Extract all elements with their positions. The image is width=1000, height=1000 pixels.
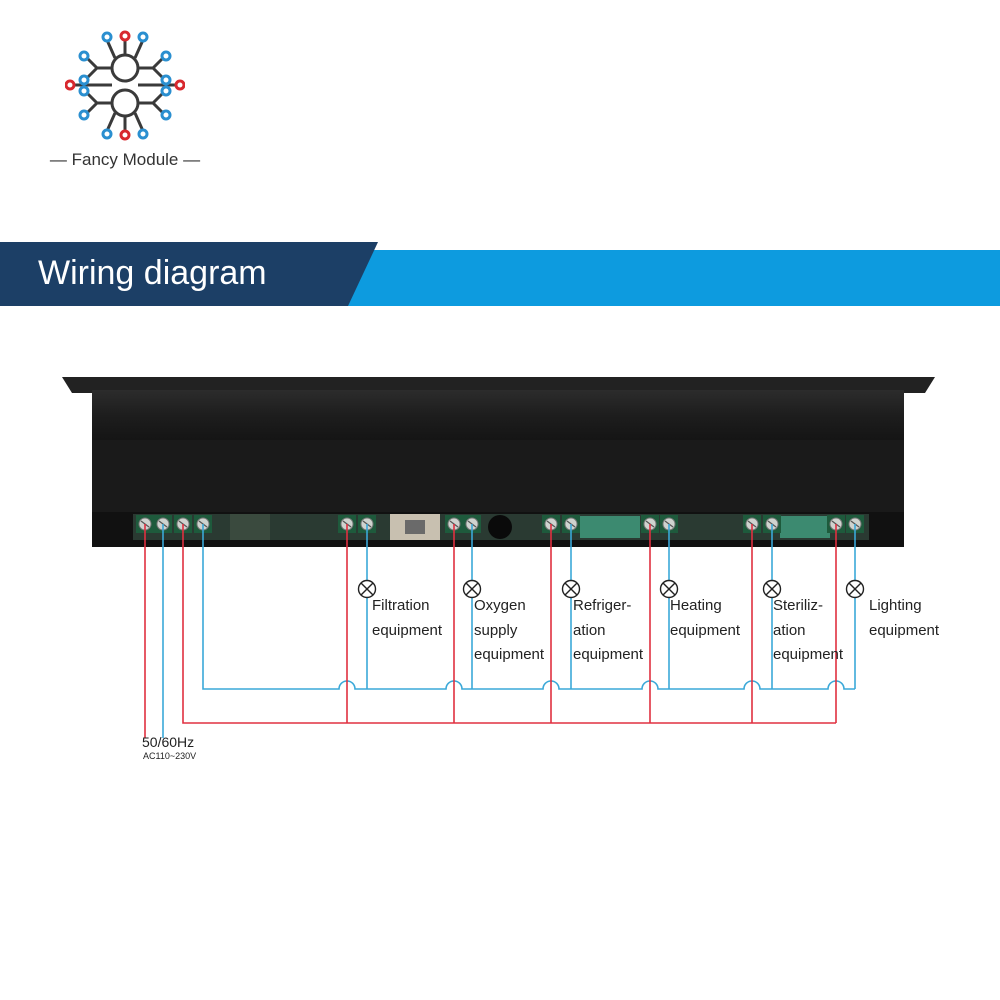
banner-dark-block bbox=[0, 242, 378, 306]
load-label-line: Steriliz- bbox=[773, 597, 824, 614]
lamp-symbol-icon bbox=[659, 579, 679, 599]
load-label-line: equipment bbox=[773, 646, 844, 663]
brand-name: — Fancy Module — bbox=[49, 150, 201, 169]
load-label-line: equipment bbox=[372, 621, 443, 639]
power-voltage-label: AC110~230V bbox=[143, 751, 197, 761]
section-banner: Wiring diagram bbox=[0, 242, 1000, 306]
load-lamps bbox=[357, 579, 865, 599]
load-label-sterilization: Steriliz-ation equipment bbox=[773, 594, 843, 668]
controller-device bbox=[62, 377, 935, 547]
load-label-filtration: Filtration equipment bbox=[372, 594, 442, 643]
load-label-line: Lighting bbox=[869, 597, 922, 614]
lamp-symbol-icon bbox=[561, 579, 581, 599]
load-label-line: Refriger- bbox=[573, 597, 632, 614]
load-label-refrigeration: Refriger-ation equipment bbox=[573, 594, 643, 668]
load-label-oxygen: Oxygen supply equipment bbox=[474, 594, 544, 668]
circuit-logo-icon bbox=[65, 30, 185, 141]
load-label-line: equipment bbox=[670, 621, 741, 639]
load-label-heating: Heating equipment bbox=[670, 594, 740, 643]
load-label-line: equipment bbox=[474, 646, 545, 663]
power-frequency-label: 50/60Hz bbox=[142, 734, 195, 750]
load-label-line: Filtration bbox=[372, 597, 430, 614]
load-label-line: Heating bbox=[670, 597, 722, 614]
brand-logo: — Fancy Module — bbox=[40, 28, 210, 178]
load-label-lighting: Lighting equipment bbox=[869, 594, 939, 643]
lamp-symbol-icon bbox=[845, 579, 865, 599]
power-input-wires bbox=[144, 524, 164, 738]
load-label-line: ation bbox=[773, 621, 806, 639]
neutral-bus-wire bbox=[202, 524, 855, 690]
load-label-line: supply bbox=[474, 621, 518, 639]
load-label-line: Oxygen bbox=[474, 597, 526, 614]
wiring-diagram bbox=[62, 377, 935, 738]
lamp-symbol-icon bbox=[762, 579, 782, 599]
load-label-line: equipment bbox=[869, 621, 940, 639]
lamp-symbol-icon bbox=[357, 579, 377, 599]
live-bus-wire bbox=[182, 524, 836, 724]
lamp-symbol-icon bbox=[462, 579, 482, 599]
load-label-line: equipment bbox=[573, 646, 644, 663]
banner-light-stripe bbox=[342, 250, 1000, 306]
load-wires bbox=[346, 524, 856, 723]
section-title: Wiring diagram bbox=[38, 254, 267, 292]
load-label-line: ation bbox=[573, 621, 606, 639]
